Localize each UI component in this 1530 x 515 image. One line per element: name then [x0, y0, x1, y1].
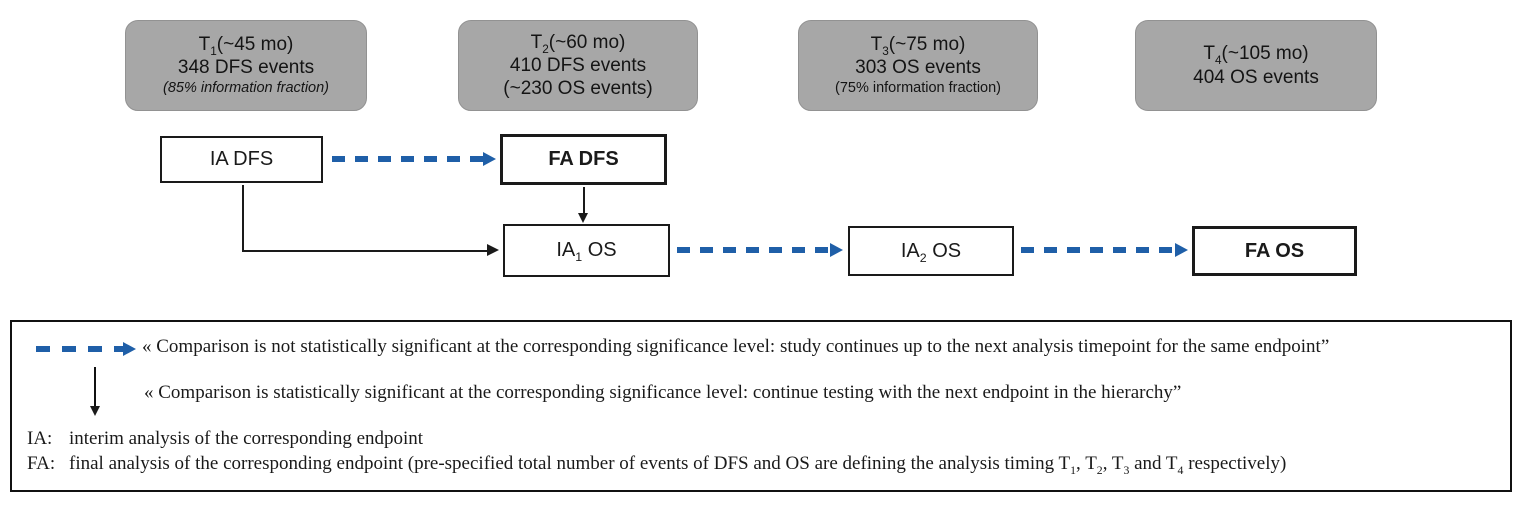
- node-ia-dfs-label: IA DFS: [209, 148, 274, 170]
- arrowhead-icon: [483, 152, 496, 166]
- elbow-connector-ia-dfs-to-ia1-os-vertical: [242, 185, 244, 251]
- elbow-connector-ia-dfs-to-ia1-os-horizontal: [242, 250, 488, 252]
- timepoint-t1-note: (85% information fraction): [162, 79, 329, 96]
- arrowhead-icon: [830, 243, 843, 257]
- legend-fa-label: FA:: [27, 453, 56, 474]
- node-fa-dfs: FA DFS: [500, 134, 667, 185]
- timepoint-t4-title: T4(~105 mo): [1203, 43, 1309, 68]
- dashed-arrow-icon-ia-dfs-to-fa-dfs: [332, 152, 496, 166]
- arrowhead-down-icon: [578, 213, 588, 223]
- legend-ia-text: interim analysis of the corresponding en…: [69, 428, 424, 449]
- legend-dashed-arrow-icon: [36, 342, 136, 356]
- arrowhead-right-icon: [487, 244, 499, 256]
- legend-ia-definition: IA: interim analysis of the corresponding…: [27, 428, 423, 450]
- timepoint-t3-events: 303 OS events: [855, 56, 981, 78]
- arrowhead-icon: [1175, 243, 1188, 257]
- timepoint-box-t2: T2(~60 mo) 410 DFS events (~230 OS event…: [458, 20, 698, 111]
- dashed-arrow-icon-ia1-os-to-ia2-os: [677, 243, 843, 257]
- node-fa-os-label: FA OS: [1244, 239, 1305, 262]
- dashed-arrow-icon-ia2-os-to-fa-os: [1021, 243, 1188, 257]
- node-ia1-os: IA1 OS: [503, 224, 670, 277]
- arrow-dashes: [332, 156, 485, 162]
- node-fa-os: FA OS: [1192, 226, 1357, 276]
- arrow-dashes: [677, 247, 832, 253]
- legend-fa-text: final analysis of the corresponding endp…: [69, 453, 1287, 477]
- timepoint-t3-note: (75% information fraction): [834, 79, 1001, 96]
- arrow-dashes: [1021, 247, 1177, 253]
- timepoint-t2-note: (~230 OS events): [503, 78, 653, 100]
- timepoint-box-t3: T3(~75 mo) 303 OS events (75% informatio…: [798, 20, 1038, 111]
- timepoint-t4-events: 404 OS events: [1193, 66, 1319, 88]
- legend-ia-label: IA:: [27, 428, 53, 449]
- timepoint-t1-events: 348 DFS events: [177, 56, 315, 78]
- node-ia2-os: IA2 OS: [848, 226, 1014, 276]
- node-ia2-os-label: IA2 OS: [900, 239, 962, 265]
- legend-down-arrow-icon: [94, 367, 97, 409]
- legend-dashed-arrow-meaning: « Comparison is not statistically signif…: [142, 336, 1330, 357]
- solid-arrow-fa-dfs-to-ia1-os: [583, 187, 585, 215]
- node-ia-dfs: IA DFS: [160, 136, 323, 183]
- timepoint-t3-title: T3(~75 mo): [870, 33, 966, 58]
- timepoint-box-t4: T4(~105 mo) 404 OS events: [1135, 20, 1377, 111]
- node-ia1-os-label: IA1 OS: [556, 239, 617, 264]
- arrowhead-icon: [123, 342, 136, 356]
- legend-fa-definition: FA: final analysis of the corresponding e…: [27, 453, 1287, 477]
- legend-solid-arrow-meaning: « Comparison is statistically significan…: [144, 382, 1182, 403]
- arrow-dashes: [36, 346, 125, 352]
- timepoint-box-t1: T1(~45 mo) 348 DFS events (85% informati…: [125, 20, 367, 111]
- node-fa-dfs-label: FA DFS: [548, 148, 619, 170]
- timepoint-t1-title: T1(~45 mo): [198, 33, 294, 58]
- timepoint-t2-title: T2(~60 mo): [530, 31, 626, 56]
- timepoint-t2-events: 410 DFS events: [509, 54, 647, 76]
- legend-box: « Comparison is not statistically signif…: [10, 320, 1512, 492]
- arrowhead-down-icon: [89, 406, 100, 416]
